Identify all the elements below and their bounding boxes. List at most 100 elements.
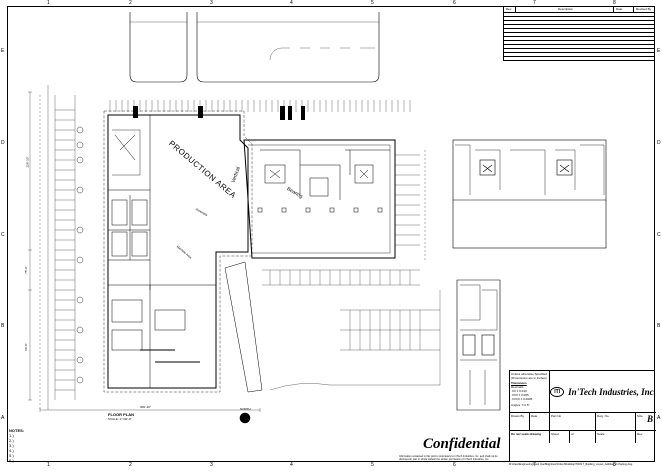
sheet-cell: Sheet: [550, 431, 570, 443]
column-label-3-bottom: 3: [210, 462, 213, 468]
scale-cell: Scale: [596, 431, 636, 443]
tolerance-angles: Angles: ± 0.5°: [511, 403, 530, 407]
note-item: 5.): [9, 453, 14, 458]
detail-plan-lower[interactable]: [456, 279, 501, 411]
revision-row: [504, 45, 654, 49]
column-label-8: 8: [613, 0, 616, 6]
tolerance-decimals: Decimals: [511, 385, 524, 389]
title-block-row-2: Do not scale drawing Sheet of Scale Rev: [510, 431, 656, 443]
note-item: 3.): [9, 443, 14, 448]
drawn-by-cell: Drawn By: [510, 413, 530, 430]
company-name: In'Tech Industries, Inc.: [568, 386, 656, 397]
dimension-left-mid: 75'-0": [23, 266, 28, 274]
row-label-b-right: B: [657, 323, 661, 329]
column-label-1-bottom: 1: [47, 462, 50, 468]
title-block: Unless otherwise Specified (Dimensions a…: [509, 370, 656, 462]
rev-cell: Rev: [637, 432, 643, 436]
notes-block: NOTES: 1.) 2.) 3.) 4.) 5.) 6.): [9, 428, 24, 463]
column-label-4-bottom: 4: [290, 462, 293, 468]
row-label-b: B: [1, 323, 5, 329]
file-path: M:\Client\Engineering\Land Use\Bldg\Inte…: [509, 463, 633, 466]
note-item: 2.): [9, 438, 14, 443]
floor-plan-title: FLOOR PLAN: [108, 412, 134, 417]
parking-islands-top: [129, 12, 380, 83]
revision-row: [504, 49, 654, 53]
tolerance-header: Unless otherwise Specified: [511, 372, 548, 376]
interior-walls-addition: [257, 149, 390, 213]
column-label-7: 7: [533, 0, 536, 6]
parking-stripes-left: [39, 85, 76, 410]
revised-by-col-header: Revised By: [636, 7, 652, 11]
note-item: 1.): [9, 433, 14, 438]
revision-row: [504, 53, 654, 57]
size-value: B: [646, 414, 653, 424]
parking-stripes-top: [109, 100, 411, 112]
revision-row: [504, 41, 654, 45]
north-label: NORTH: [240, 407, 251, 411]
column-label-3: 3: [210, 0, 213, 6]
detail-plan-upper[interactable]: [452, 139, 607, 249]
size-cell: Size B: [636, 413, 656, 430]
column-label-6: 6: [453, 0, 456, 6]
part-no-cell: Part No: [550, 413, 596, 430]
do-not-scale: Do not scale drawing: [510, 431, 550, 443]
column-label-6-bottom: 6: [453, 462, 456, 468]
description-col-header: Description: [516, 7, 614, 12]
floor-plan-scale: SCALE: 1"=30'-0": [108, 417, 132, 421]
revision-row: [504, 13, 654, 17]
revision-row: [504, 25, 654, 29]
dimension-bottom: 300'-10": [140, 405, 151, 409]
row-label-d-right: D: [657, 140, 661, 146]
revision-row: [504, 33, 654, 37]
dwg-no-cell: Dwg. No.: [596, 413, 636, 430]
grid-bubbles: [76, 126, 84, 384]
dimension-left-top: 228'-10": [25, 156, 30, 168]
row-label-a-right: A: [657, 415, 661, 421]
size-label: Size: [637, 414, 643, 418]
confidential-note: Information contained in this print is p…: [399, 455, 498, 461]
company-logo-icon: ITI: [550, 386, 565, 397]
row-label-c: C: [1, 232, 5, 238]
dimension-left-bot: 60'-0": [23, 343, 28, 351]
revision-row: [504, 21, 654, 25]
rev-col-header: Rev: [504, 7, 516, 12]
addition-building[interactable]: [243, 139, 396, 259]
revision-table: Rev Description Date Revised By: [503, 6, 655, 61]
tolerance-line-2: .XXX ± 0.005: [511, 393, 529, 397]
column-label-5-bottom: 5: [371, 462, 374, 468]
drawing-border: [7, 6, 655, 462]
handicap-stalls: [133, 106, 305, 120]
row-label-e: E: [1, 48, 5, 54]
column-label-8-bottom: 8: [613, 462, 616, 468]
revision-row: [504, 29, 654, 33]
column-label-7-bottom: 7: [533, 462, 536, 468]
north-arrow-icon: [239, 412, 251, 424]
date-col-header: Date: [614, 7, 634, 12]
confidential-stamp: Confidential: [423, 436, 501, 452]
revision-table-header: Rev Description Date Revised By: [504, 7, 654, 13]
row-label-e-right: E: [657, 48, 661, 54]
revision-row: [504, 37, 654, 41]
interior-walls-main: [108, 115, 216, 388]
title-block-row-1: Drawn By Date Part No Dwg. No. Size B: [510, 413, 656, 431]
parking-stripes-right: [262, 150, 441, 391]
note-item: 4.): [9, 448, 14, 453]
company-header: ITI In'Tech Industries, Inc.: [550, 371, 656, 413]
tolerance-title: Tolerances: [511, 381, 527, 385]
dimension-lines: [28, 91, 261, 412]
column-label-5: 5: [371, 0, 374, 6]
tolerance-subheader: (Dimensions are in Inches): [511, 376, 547, 380]
entry-ramp: [224, 261, 263, 393]
note-item: 6.): [9, 458, 14, 463]
column-label-2: 2: [129, 0, 132, 6]
row-label-c-right: C: [657, 232, 661, 238]
column-label-1: 1: [47, 0, 50, 6]
sheet-of-cell: of: [570, 431, 596, 443]
notes-title: NOTES:: [9, 428, 25, 433]
revision-row: [504, 17, 654, 21]
tolerance-line-1: .XX ± 0.010: [511, 389, 527, 393]
column-label-4: 4: [290, 0, 293, 6]
tolerance-box: Unless otherwise Specified (Dimensions a…: [510, 371, 550, 413]
